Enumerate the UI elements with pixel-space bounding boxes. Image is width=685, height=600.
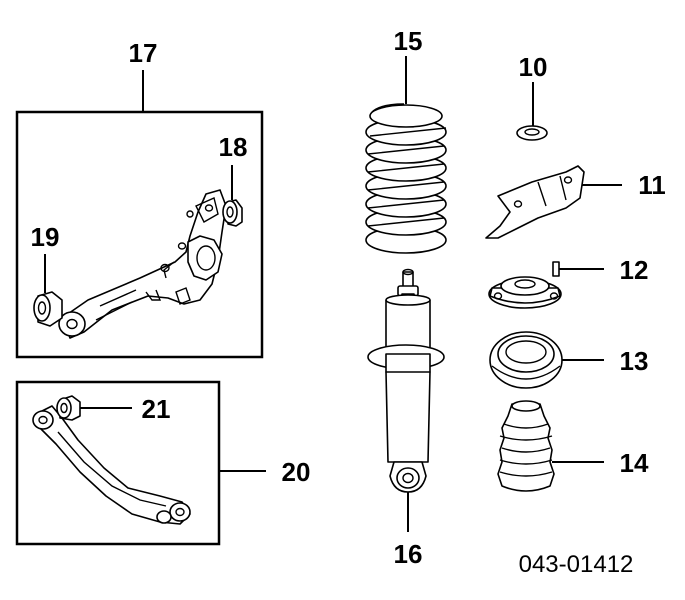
callout-15: 15 [394, 26, 423, 56]
bump-boot-14-part [497, 400, 555, 492]
bracket-11-part [485, 165, 585, 239]
bushing-19-part [33, 291, 63, 327]
drawing-code: 043-01412 [519, 551, 634, 578]
callout-17: 17 [129, 38, 158, 68]
box-17-frame [15, 110, 264, 359]
callout-21: 21 [142, 394, 171, 424]
coil-spring-15-part [365, 103, 447, 254]
callout-20: 20 [282, 457, 311, 487]
callout-16: 16 [394, 539, 423, 569]
trailing-arm-part [58, 189, 227, 339]
spring-seat-13-part [489, 331, 563, 389]
callout-14: 14 [620, 448, 649, 478]
bushing-18-part [222, 199, 243, 227]
bushing-21-part [56, 395, 81, 421]
lateral-link-part [32, 405, 191, 525]
group-box-17: 17 18 [15, 38, 264, 359]
box-20-frame [15, 380, 221, 546]
shock-absorber-16-part [367, 268, 445, 493]
upper-mount-12-part [488, 261, 562, 309]
callout-11: 11 [638, 170, 666, 200]
callout-10: 10 [519, 52, 548, 82]
callout-12: 12 [620, 255, 649, 285]
callout-19: 19 [31, 222, 60, 252]
group-box-20: 20 21 [15, 380, 311, 546]
callout-13: 13 [620, 346, 649, 376]
washer-10-part [516, 125, 548, 141]
callout-18: 18 [219, 132, 248, 162]
